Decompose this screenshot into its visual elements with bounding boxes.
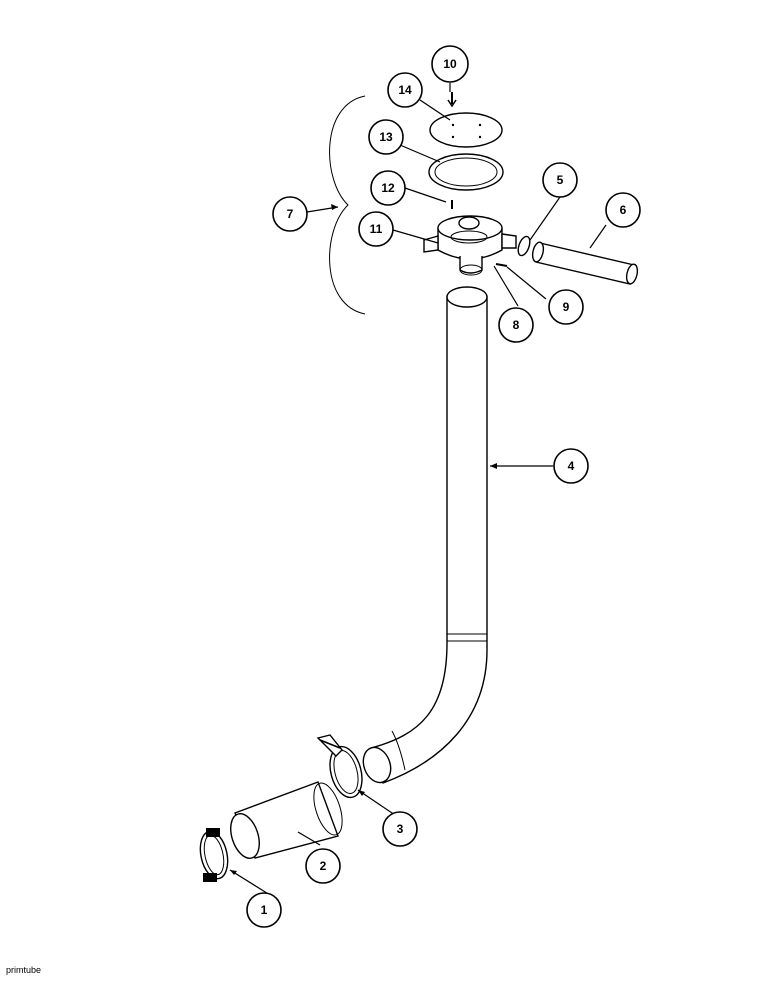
part-gasket-13 xyxy=(428,153,504,191)
svg-text:8: 8 xyxy=(513,318,520,332)
svg-text:10: 10 xyxy=(443,57,457,71)
part-clamp-1 xyxy=(199,828,229,882)
svg-text:9: 9 xyxy=(563,300,570,314)
part-manifold-body-11 xyxy=(423,215,517,276)
svg-text:12: 12 xyxy=(381,181,395,195)
leader-lines xyxy=(229,83,607,896)
svg-text:7: 7 xyxy=(287,207,294,221)
callout-9: 9 xyxy=(548,289,584,325)
svg-text:2: 2 xyxy=(320,859,327,873)
svg-text:3: 3 xyxy=(397,822,404,836)
svg-text:1: 1 xyxy=(261,903,268,917)
svg-text:4: 4 xyxy=(568,459,575,473)
callout-2: 2 xyxy=(305,848,341,884)
callout-5: 5 xyxy=(542,162,578,198)
part-screw-9 xyxy=(495,263,508,267)
svg-text:13: 13 xyxy=(379,130,393,144)
svg-text:14: 14 xyxy=(398,83,412,97)
callout-6: 6 xyxy=(605,192,641,228)
part-short-tube-6 xyxy=(531,241,639,285)
svg-text:11: 11 xyxy=(370,222,383,236)
part-main-tube-4 xyxy=(362,286,488,784)
svg-text:5: 5 xyxy=(557,173,564,187)
callout-11: 11 xyxy=(358,211,394,247)
callout-13: 13 xyxy=(368,119,404,155)
group-bracket-7 xyxy=(329,95,366,315)
callout-3: 3 xyxy=(382,811,418,847)
part-cover-plate-14 xyxy=(429,112,503,148)
callout-10: 10 xyxy=(431,45,469,83)
svg-text:6: 6 xyxy=(620,203,627,217)
part-hose-clamp-3 xyxy=(316,734,363,799)
callout-8: 8 xyxy=(498,307,534,343)
figure-footer-label: primtube xyxy=(6,965,42,975)
part-coupling-hose-2 xyxy=(230,781,343,859)
callout-12: 12 xyxy=(370,170,406,206)
callout-1: 1 xyxy=(246,892,282,928)
callout-14: 14 xyxy=(387,72,423,108)
part-ring-5 xyxy=(517,235,531,257)
callout-4: 4 xyxy=(553,448,589,484)
callout-7: 7 xyxy=(272,196,308,232)
part-screw-10 xyxy=(447,92,457,108)
